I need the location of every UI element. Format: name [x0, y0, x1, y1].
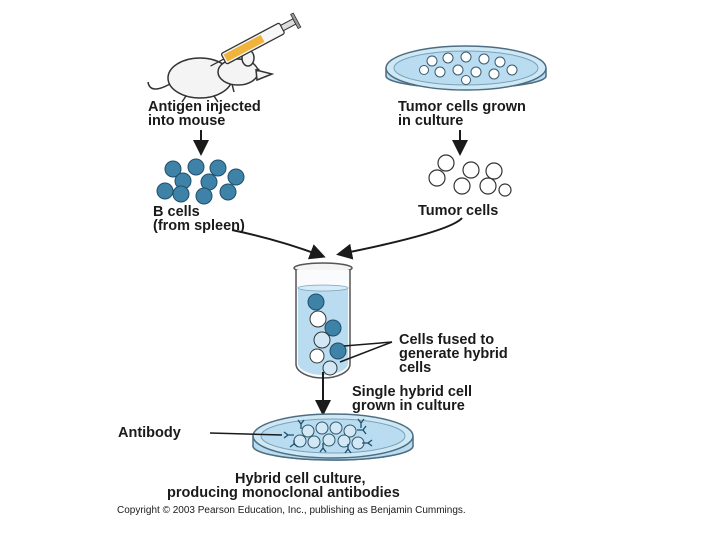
label-antigen-line2: into mouse: [148, 113, 226, 129]
pointer-fused-1: [343, 341, 393, 347]
label-tumor-grown-line1: Tumor cells grown: [398, 99, 526, 115]
hybrid-culture-dish: [252, 413, 414, 461]
label-bcells-line1: B cells: [153, 204, 200, 220]
label-fused-line1: Cells fused to: [399, 332, 495, 348]
test-tube: [293, 262, 353, 379]
label-single-line1: Single hybrid cell: [352, 384, 473, 400]
label-antigen-line1: Antigen injected: [148, 99, 261, 115]
label-culture-line1: Hybrid cell culture,: [235, 471, 366, 487]
arrow-bcells-to-tube: [231, 229, 326, 260]
mouse-illustration: [147, 49, 275, 103]
syringe-icon: [210, 12, 302, 67]
pointer-antibody: [209, 432, 283, 436]
tumor-cells-cluster: [428, 154, 512, 197]
label-culture-line2: producing monoclonal antibodies: [167, 485, 400, 501]
tumor-culture-dish: [385, 45, 547, 91]
label-single-line2: grown in culture: [352, 398, 465, 414]
label-bcells-line2: (from spleen): [153, 218, 245, 234]
arrow-tumor-to-tube: [336, 217, 463, 260]
pointer-fused-2: [339, 341, 393, 363]
label-antibody: Antibody: [118, 425, 181, 441]
b-cells-cluster: [156, 158, 245, 205]
label-tumor-grown-line2: in culture: [398, 113, 464, 129]
label-fused-line2: generate hybrid: [399, 346, 508, 362]
label-fused-line3: cells: [399, 360, 432, 376]
copyright-text: Copyright © 2003 Pearson Education, Inc.…: [117, 505, 466, 516]
label-tumor-cells: Tumor cells: [418, 203, 499, 219]
